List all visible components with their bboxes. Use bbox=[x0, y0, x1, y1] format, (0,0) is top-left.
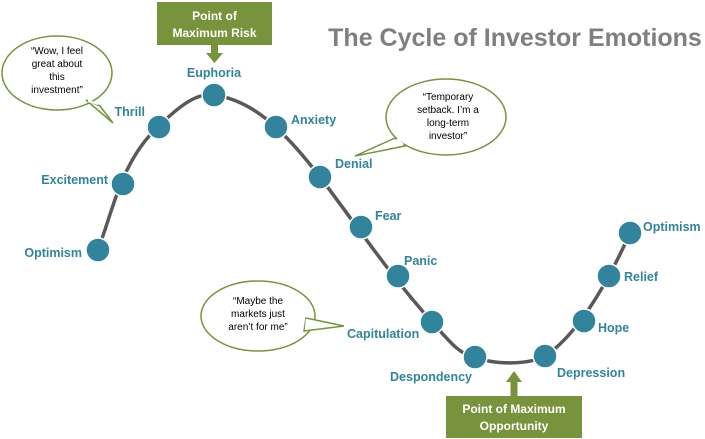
stage-node-relief bbox=[596, 263, 622, 289]
diagram-title: The Cycle of Investor Emotions bbox=[328, 24, 702, 52]
stage-nodes bbox=[85, 82, 643, 370]
stage-label-anxiety: Anxiety bbox=[291, 113, 336, 127]
stage-label-depression: Depression bbox=[557, 366, 625, 380]
stage-label-optimism-return: Optimism bbox=[643, 220, 701, 234]
max-risk-line-2: Maximum Risk bbox=[172, 26, 256, 40]
stage-label-despondency: Despondency bbox=[390, 370, 472, 384]
stage-node-euphoria bbox=[201, 82, 227, 108]
capitulation-speech-bubble: “Maybe the markets just aren’t for me” bbox=[200, 280, 345, 352]
stage-label-euphoria: Euphoria bbox=[187, 66, 242, 80]
thrill-quote-line-4: investment” bbox=[31, 85, 83, 96]
max-opportunity-arrow-head bbox=[506, 371, 522, 382]
capitulation-quote-line-3: aren’t for me” bbox=[228, 322, 287, 333]
stage-node-optimism-return bbox=[617, 220, 643, 246]
thrill-quote-line-2: great about bbox=[32, 59, 83, 70]
thrill-quote-line-1: “Wow, I feel bbox=[31, 46, 83, 57]
stage-label-panic: Panic bbox=[404, 254, 437, 268]
stage-label-excitement: Excitement bbox=[41, 173, 109, 187]
denial-bubble-joint bbox=[396, 138, 404, 146]
max-risk-callout: Point of Maximum Risk bbox=[157, 2, 272, 63]
capitulation-bubble-ellipse bbox=[200, 280, 316, 352]
capitulation-bubble-tail bbox=[303, 317, 345, 332]
max-opportunity-box bbox=[446, 396, 582, 438]
stage-label-fear: Fear bbox=[375, 209, 402, 223]
denial-speech-bubble: “Temporary setback. I’m a long-term inve… bbox=[354, 78, 507, 157]
max-risk-line-1: Point of bbox=[192, 9, 238, 23]
denial-bubble-ellipse bbox=[385, 78, 507, 156]
stage-label-thrill: Thrill bbox=[114, 105, 145, 119]
thrill-bubble-ellipse bbox=[1, 35, 113, 111]
max-opportunity-line-2: Opportunity bbox=[480, 419, 549, 433]
stage-label-capitulation: Capitulation bbox=[347, 327, 419, 341]
stage-node-fear bbox=[348, 214, 374, 240]
max-risk-arrow-shaft bbox=[211, 45, 218, 53]
stage-label-hope: Hope bbox=[598, 321, 629, 335]
stage-node-optimism bbox=[85, 237, 111, 263]
stage-labels: Optimism Excitement Thrill Euphoria Anxi… bbox=[24, 66, 700, 384]
stage-node-despondency bbox=[462, 344, 488, 370]
max-risk-arrow-head bbox=[206, 53, 223, 63]
max-risk-box bbox=[157, 2, 272, 45]
thrill-bubble-joint bbox=[87, 100, 99, 105]
stage-node-anxiety bbox=[263, 114, 289, 140]
thrill-speech-bubble: “Wow, I feel great about this investment… bbox=[1, 35, 114, 124]
stage-label-optimism: Optimism bbox=[24, 246, 82, 260]
thrill-quote-line-3: this bbox=[49, 72, 65, 83]
stage-node-denial bbox=[307, 164, 333, 190]
stage-node-thrill bbox=[146, 114, 172, 140]
denial-quote-line-3: long-term bbox=[427, 118, 469, 129]
stage-node-capitulation bbox=[419, 309, 445, 335]
denial-quote-line-2: setback. I’m a bbox=[417, 105, 479, 116]
capitulation-bubble-joint bbox=[304, 318, 309, 331]
max-opportunity-arrow-shaft bbox=[510, 382, 518, 396]
denial-quote-line-1: “Temporary bbox=[423, 92, 474, 103]
stage-node-panic bbox=[385, 263, 411, 289]
max-opportunity-callout: Point of Maximum Opportunity bbox=[446, 371, 582, 438]
denial-quote-line-4: investor” bbox=[429, 131, 467, 142]
stage-node-depression bbox=[532, 343, 558, 369]
max-opportunity-line-1: Point of Maximum bbox=[462, 402, 565, 416]
capitulation-quote-line-1: “Maybe the bbox=[233, 296, 283, 307]
stage-node-hope bbox=[571, 308, 597, 334]
stage-label-denial: Denial bbox=[335, 157, 373, 171]
stage-label-relief: Relief bbox=[624, 270, 659, 284]
capitulation-quote-line-2: markets just bbox=[231, 309, 285, 320]
stage-node-excitement bbox=[110, 171, 136, 197]
thrill-bubble-tail bbox=[85, 99, 114, 124]
